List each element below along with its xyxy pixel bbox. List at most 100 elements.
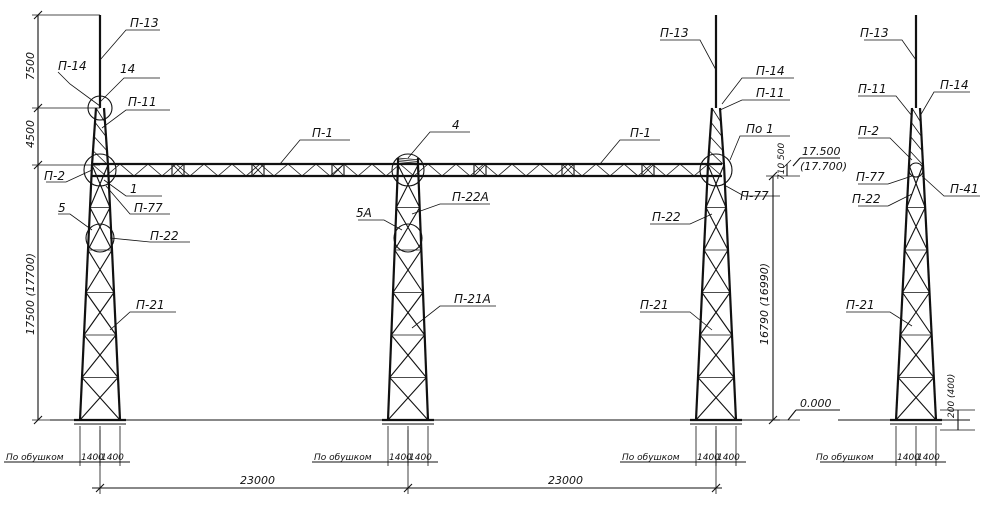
beam-web (637, 163, 653, 177)
tower-middle-brace (392, 292, 426, 336)
footing-label-left: По обушком (6, 453, 64, 463)
leader-line (719, 99, 790, 111)
beam-web (371, 163, 387, 177)
beam-splice (171, 163, 185, 177)
beam-web (511, 163, 527, 177)
beam-web (217, 163, 233, 177)
tower-side-brace (897, 334, 933, 378)
tower-left-brace (85, 292, 117, 336)
beam-web (413, 163, 429, 177)
tower-middle-brace (389, 377, 429, 421)
beam-web (301, 163, 317, 177)
tower-middle-brace (387, 377, 427, 421)
beam-web (343, 163, 359, 177)
dim-200: 200 (400) (947, 374, 957, 418)
detail-circle-5a (393, 223, 423, 253)
tower-middle-brace (397, 159, 419, 162)
beam-splice-x (473, 163, 487, 177)
beam-web (427, 163, 443, 177)
leader-line (640, 311, 713, 331)
leader-line (599, 139, 660, 165)
leader-line (99, 29, 160, 61)
dim-tick (768, 171, 778, 181)
beam-splice-x (251, 163, 265, 177)
label-4-mid: 4 (452, 118, 460, 132)
tower-right-brace (701, 292, 733, 336)
elev-17500: 17.500 (802, 145, 841, 158)
elev-marker (792, 157, 801, 167)
beam-web (441, 163, 457, 177)
label-p22-right: П-22 (652, 210, 681, 224)
dim-1400-right-b: 1400 (717, 453, 740, 463)
tower-side-brace (906, 164, 924, 208)
label-p1-right: П-1 (630, 126, 651, 140)
beam-web (595, 163, 611, 177)
leader-line (279, 139, 350, 165)
leader-line (411, 203, 490, 215)
tower-left-brace (79, 377, 119, 421)
beam-web (539, 163, 555, 177)
beam-web (567, 163, 583, 177)
label-p11-side: П-11 (858, 82, 887, 96)
label-p77-side: П-77 (856, 170, 885, 184)
beam-web (385, 163, 401, 177)
beam-web (469, 163, 485, 177)
dim-16790: 16790 (16990) (758, 263, 771, 345)
tower-left-brace (85, 249, 113, 293)
beam-web (273, 163, 289, 177)
beam-web (245, 163, 261, 177)
tower-middle-brace (394, 249, 424, 293)
tower-middle-brace (395, 207, 422, 251)
leader-line (858, 193, 913, 207)
footing-label-side: По обушком (816, 453, 874, 463)
tower-left-brace (81, 334, 117, 378)
beam-web (525, 163, 541, 177)
beam-web (189, 163, 205, 177)
tower-right-brace (708, 150, 725, 166)
label-p21-right: П-21 (640, 298, 669, 312)
dim-7500: 7500 (24, 52, 37, 80)
tower-left-brace (93, 136, 108, 152)
tower-right-brace (703, 249, 731, 293)
tower-middle-brace (397, 157, 419, 161)
dim-1400-side-a: 1400 (897, 453, 920, 463)
dim-500: 500 (777, 143, 787, 160)
footing-label-mid: По обушком (314, 453, 372, 463)
beam-web (105, 163, 121, 177)
label-p14-left: П-14 (58, 59, 87, 73)
label-p21-side: П-21 (846, 298, 875, 312)
leader-line (101, 109, 170, 129)
tower-side-brace (899, 334, 935, 378)
tower-left-brace (83, 334, 119, 378)
label-p22a-mid: П-22А (452, 190, 489, 204)
beam-web (707, 163, 723, 177)
beam-web (623, 163, 639, 177)
tower-side-brace (910, 136, 923, 152)
leader-line (725, 185, 780, 197)
tower-left-brace (89, 207, 113, 251)
beam-web (133, 163, 149, 177)
dim-tick (33, 415, 43, 425)
tower-middle-brace (390, 292, 424, 336)
label-p13-left: П-13 (130, 16, 159, 30)
detail-circle-right (699, 153, 733, 187)
beam-web (497, 163, 513, 177)
beam-splice-x (641, 163, 655, 177)
dim-tick (33, 160, 43, 170)
beam-web (665, 163, 681, 177)
leader-line (103, 179, 162, 197)
beam-web (203, 163, 219, 177)
beam-web (147, 163, 163, 177)
label-p13-right: П-13 (660, 26, 689, 40)
tower-middle-brace (390, 334, 427, 378)
dim-710: 710 (777, 163, 787, 180)
leader-line (858, 175, 913, 185)
leader-line (105, 185, 170, 215)
detail-circle-4 (391, 153, 425, 187)
tower-side-brace (904, 207, 926, 251)
beam-web (357, 163, 373, 177)
beam-web (399, 163, 415, 177)
beam-splice (251, 163, 265, 177)
tower-side-brace (909, 150, 924, 166)
